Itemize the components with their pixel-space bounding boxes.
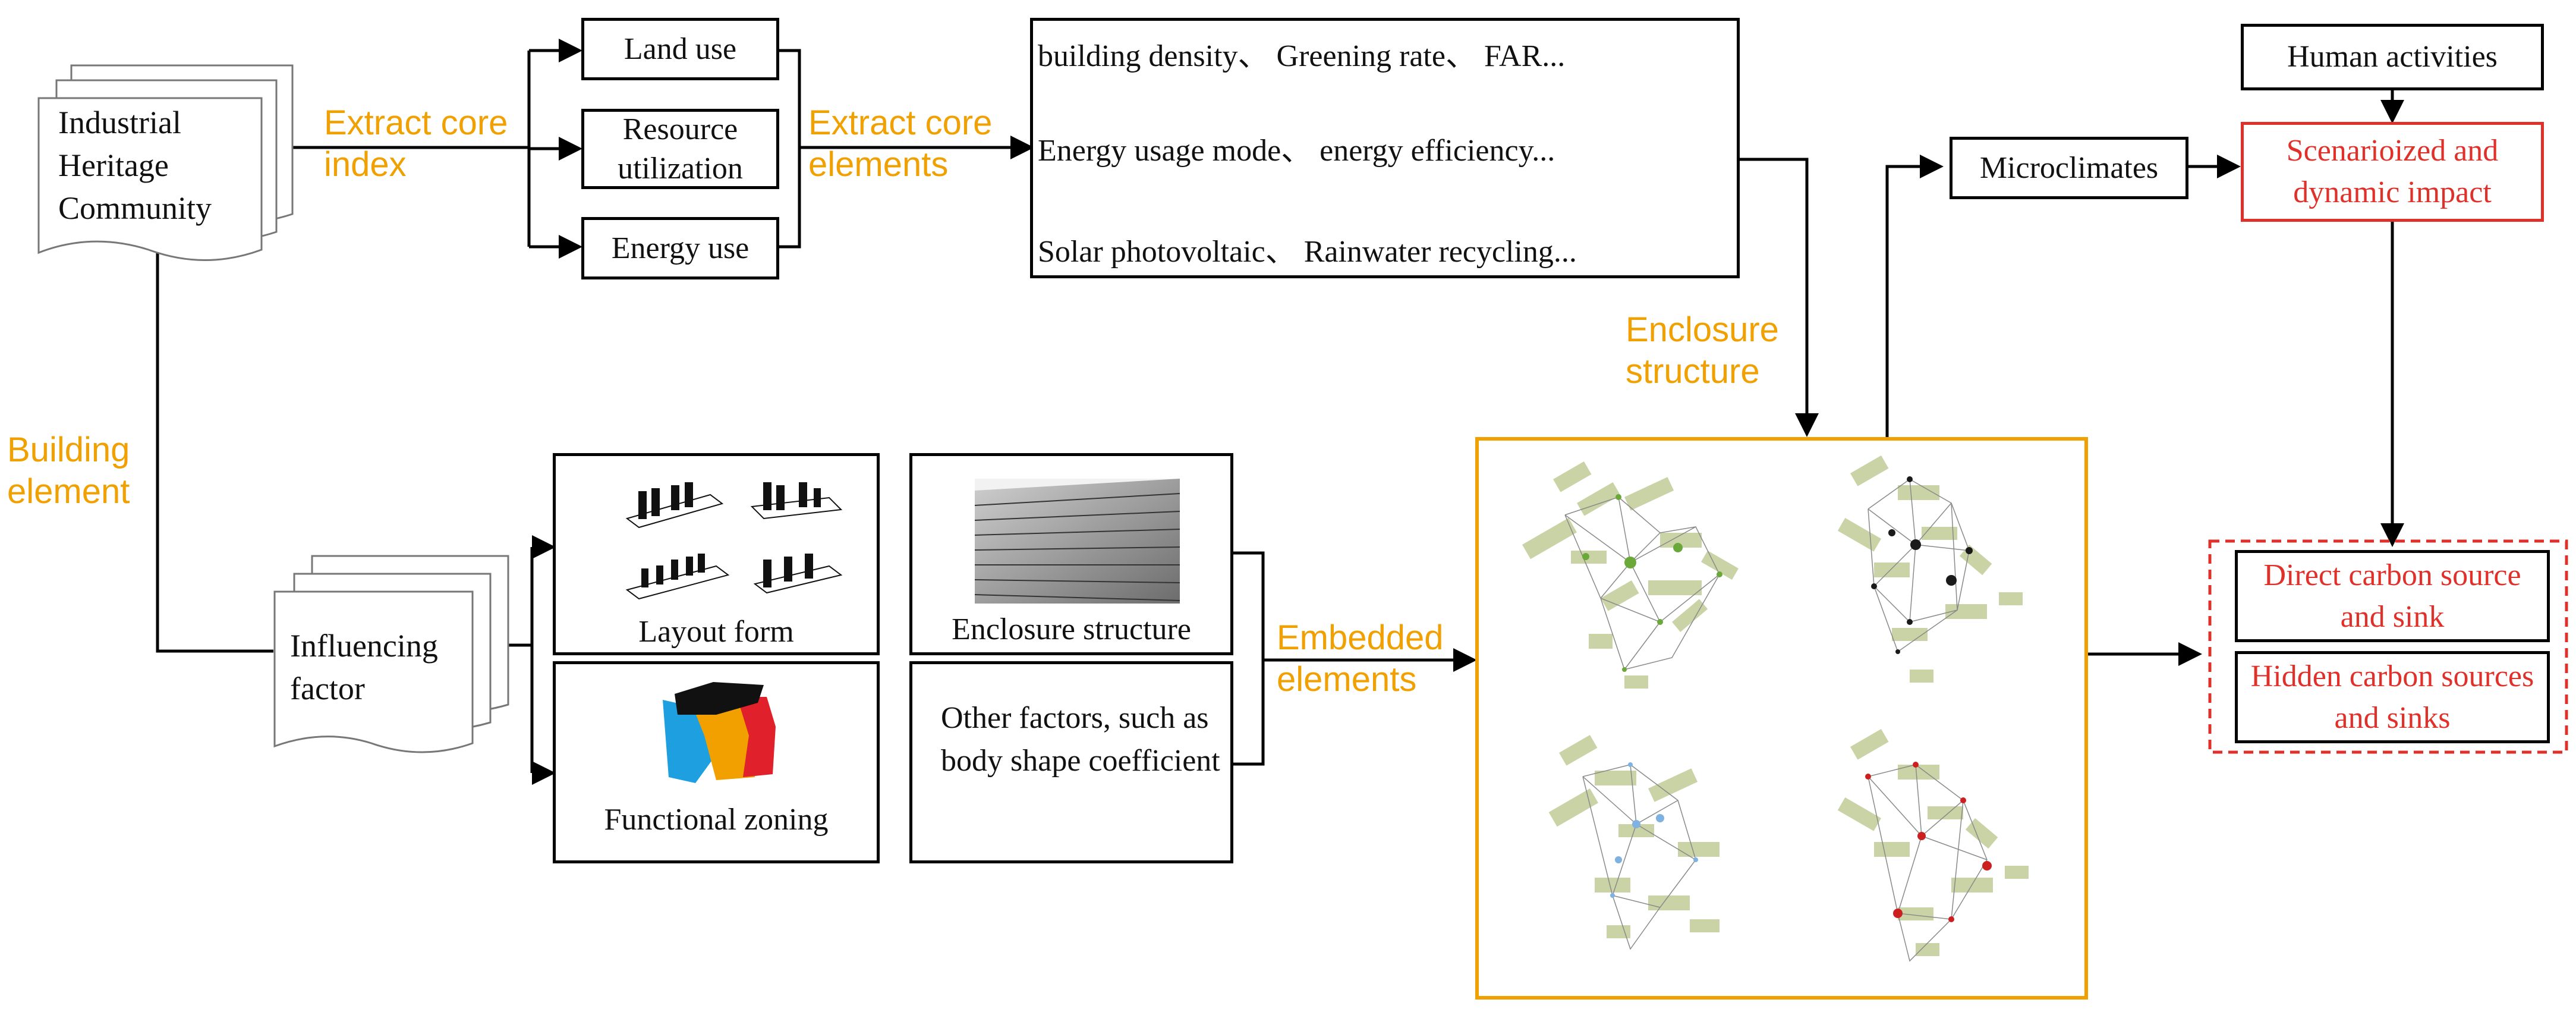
elements-line-3: Solar photovoltaic、 Rainwater recycling.… [1038,235,1577,269]
land-use-text: Land use [623,32,737,66]
building-blocks-icon [625,482,843,600]
zoning-shape-icon [663,682,776,783]
box-other-factors: Other factors, such as body shape coeffi… [909,661,1233,863]
facade-photo-icon [975,479,1180,604]
hidden-carbon-text: Hidden carbon sources and sinks [2250,659,2534,735]
merge-indices [779,49,801,249]
label-building-element: Building element [7,430,130,511]
label-extract-core-index: Extract core index [324,103,508,184]
influencing-factor-label: Influencing factor [290,628,438,706]
other-factors-text: Other factors, such as body shape coeffi… [941,701,1220,778]
elements-line-2: Energy usage mode、 energy efficiency... [1038,134,1555,168]
label-embedded-elements: Embedded elements [1277,618,1444,699]
carbon-group-frame [2208,539,2568,754]
arrow-map-to-micro [1885,155,1944,437]
direct-carbon-text: Direct carbon source and sink [2263,558,2521,634]
line-doc-to-influencing [156,253,273,653]
source-document-label: Industrial Heritage Community [58,105,212,226]
label-enclosure-structure: Enclosure structure [1626,310,1779,391]
network-map-icon [1522,455,2029,962]
box-land-use: Land use [581,18,779,80]
human-activities-text: Human activities [2287,40,2498,74]
document-stack-icon [37,64,294,261]
layout-form-text: Layout form [638,615,794,649]
box-resource-utilization: Resource utilization [581,109,779,189]
merge-factors [1232,551,1265,766]
box-direct-carbon: Direct carbon source and sink [2235,550,2550,642]
box-functional-zoning: Functional zoning [553,661,880,863]
arrow-elements-to-map [1739,158,1819,437]
scenarioized-impact-text: Scenarioized and dynamic impact [2286,134,2499,209]
functional-zoning-text: Functional zoning [604,803,829,837]
box-microclimates: Microclimates [1950,137,2188,199]
energy-use-text: Energy use [611,231,750,265]
box-enclosure-structure: Enclosure structure [909,453,1233,655]
resource-utilization-text: Resource utilization [618,112,743,186]
document-stack-icon [273,555,509,753]
label-extract-core-elements: Extract core elements [808,103,993,184]
box-hidden-carbon: Hidden carbon sources and sinks [2235,651,2550,743]
box-core-elements: building density、 Greening rate、 FAR... … [1030,18,1740,278]
elements-line-1: building density、 Greening rate、 FAR... [1038,39,1566,73]
box-layout-form: Layout form [553,453,880,655]
network-map-frame [1475,437,2088,1000]
enclosure-structure-text: Enclosure structure [952,612,1191,646]
box-energy-use: Energy use [581,217,779,279]
box-human-activities: Human activities [2241,24,2544,90]
microclimates-text: Microclimates [1979,150,2159,185]
box-scenarioized-impact: Scenarioized and dynamic impact [2241,122,2544,222]
